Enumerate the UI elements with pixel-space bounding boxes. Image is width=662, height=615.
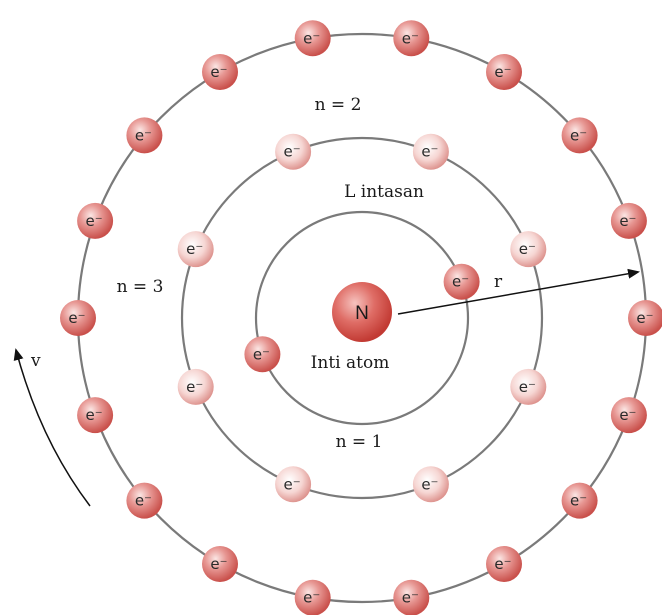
velocity-arrow bbox=[13, 348, 91, 507]
electron-shell-3 bbox=[126, 482, 163, 519]
electron-shell-3 bbox=[628, 300, 662, 336]
electrons-group: e⁻ e⁻ e⁻ e⁻ e⁻ e⁻ e⁻ e⁻ e⁻ e⁻ e⁻ e⁻ e⁻ e⁻ e⁻ e⁻ e⁻ e⁻ e⁻ e⁻… bbox=[60, 20, 662, 615]
electron-label: e⁻ bbox=[402, 29, 419, 47]
electron-shell-2 bbox=[275, 466, 312, 503]
electron-label: e⁻ bbox=[303, 29, 320, 47]
shell-2-label: n = 2 bbox=[315, 95, 362, 115]
electron-shell-3 bbox=[126, 117, 163, 154]
electron-shell-2 bbox=[275, 133, 312, 170]
electron-label: e⁻ bbox=[253, 345, 270, 363]
radius-label: r bbox=[494, 272, 503, 292]
shell-caption: L intasan bbox=[344, 182, 424, 202]
electron-label: e⁻ bbox=[210, 555, 227, 573]
electron-label: e⁻ bbox=[570, 126, 587, 144]
electron-shell-3 bbox=[202, 54, 238, 90]
shell-3-label: n = 3 bbox=[117, 277, 164, 297]
electron-shell-3 bbox=[610, 202, 647, 239]
electron-shell-3 bbox=[60, 300, 96, 336]
electron-shell-3 bbox=[294, 20, 331, 57]
electron-label: e⁻ bbox=[135, 492, 152, 510]
electron-label: e⁻ bbox=[494, 555, 511, 573]
electron-shell-3 bbox=[393, 20, 430, 57]
electron-shell-2 bbox=[510, 231, 547, 268]
electron-label: e⁻ bbox=[135, 126, 152, 144]
electron-shell-3 bbox=[486, 546, 522, 582]
electron-label: e⁻ bbox=[636, 309, 653, 327]
electron-label: e⁻ bbox=[68, 309, 85, 327]
orbit-shell-1 bbox=[254, 210, 470, 426]
electron-shell-3 bbox=[294, 579, 331, 615]
electron-shell-3 bbox=[561, 117, 598, 154]
electron-label: e⁻ bbox=[402, 589, 419, 607]
electron-label: e⁻ bbox=[421, 143, 438, 161]
electron-label: e⁻ bbox=[519, 378, 536, 396]
nucleus bbox=[332, 282, 392, 342]
electron-shell-3 bbox=[77, 202, 114, 239]
electron-label: e⁻ bbox=[186, 378, 203, 396]
orbit-shell-2 bbox=[180, 136, 544, 500]
electron-shell-3 bbox=[393, 579, 430, 615]
electron-shell-2 bbox=[412, 466, 449, 503]
electron-label: e⁻ bbox=[284, 143, 301, 161]
electron-label: e⁻ bbox=[86, 212, 103, 230]
electron-shell-2 bbox=[177, 231, 214, 268]
electron-label: e⁻ bbox=[421, 475, 438, 493]
electron-label: e⁻ bbox=[303, 589, 320, 607]
nucleus-caption: Inti atom bbox=[311, 353, 390, 373]
electron-label: e⁻ bbox=[619, 406, 636, 424]
electron-shell-2 bbox=[412, 133, 449, 170]
electron-label: e⁻ bbox=[186, 240, 203, 258]
electron-label: e⁻ bbox=[570, 492, 587, 510]
electron-shell-2 bbox=[510, 368, 547, 405]
electron-shell-3 bbox=[610, 397, 647, 434]
electron-label: e⁻ bbox=[519, 240, 536, 258]
electron-label: e⁻ bbox=[210, 63, 227, 81]
electron-shell-3 bbox=[202, 546, 238, 582]
electron-shell-3 bbox=[486, 54, 522, 90]
electron-shell-3 bbox=[77, 397, 114, 434]
nucleus-label: N bbox=[355, 303, 369, 324]
electron-shell-3 bbox=[561, 482, 598, 519]
electron-label: e⁻ bbox=[284, 475, 301, 493]
electron-label: e⁻ bbox=[452, 273, 469, 291]
electron-shell-1 bbox=[443, 263, 480, 300]
electron-label: e⁻ bbox=[619, 212, 636, 230]
electron-shell-1 bbox=[244, 336, 281, 373]
shell-1-label: n = 1 bbox=[336, 432, 383, 452]
electron-label: e⁻ bbox=[494, 63, 511, 81]
electron-shell-2 bbox=[177, 368, 214, 405]
radius-arrow bbox=[397, 268, 640, 315]
electron-label: e⁻ bbox=[86, 406, 103, 424]
velocity-label: v bbox=[30, 351, 41, 371]
